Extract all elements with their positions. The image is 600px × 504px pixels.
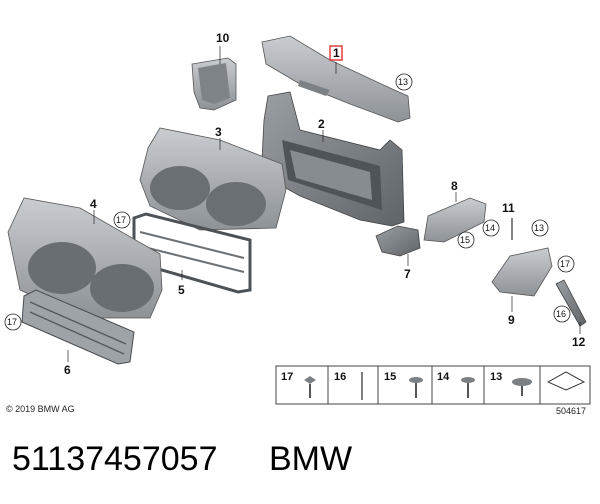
callout-7: 7 <box>404 267 411 281</box>
callout-8: 8 <box>451 179 458 193</box>
callout-3: 3 <box>215 125 222 139</box>
highlight-box <box>329 45 343 61</box>
callout-10: 10 <box>216 31 230 45</box>
brand-name: BMW <box>268 440 353 478</box>
circled-16: 16 <box>556 309 566 319</box>
part-3-air-guide <box>139 127 287 231</box>
part-7-bracket <box>375 225 421 257</box>
fastener-17-label: 17 <box>281 371 293 383</box>
caption: 51137457057 BMW <box>12 440 352 479</box>
fastener-15-label: 15 <box>384 371 396 383</box>
callout-11: 11 <box>502 201 515 215</box>
circled-13b: 13 <box>534 223 544 233</box>
part-1-upper-carrier <box>261 35 411 123</box>
part-number: 51137457057 <box>12 440 218 478</box>
part-4-front-air-guide <box>7 197 163 319</box>
leader-lines <box>67 46 581 362</box>
circled-15: 15 <box>460 235 470 245</box>
part-8-side-duct <box>423 197 487 243</box>
callout-6: 6 <box>64 363 71 377</box>
circled-17a: 17 <box>116 215 126 225</box>
parts-diagram: 10 1 2 3 4 5 6 7 8 9 11 12 13 17 17 15 1… <box>4 31 591 416</box>
fastener-14-label: 14 <box>437 371 450 383</box>
callout-9: 9 <box>508 313 515 327</box>
callout-1: 1 <box>333 46 340 60</box>
copyright-notice: © 2019 BMW AG <box>6 404 75 414</box>
callout-5: 5 <box>178 283 185 297</box>
fastener-bar: 17 16 15 14 13 504617 <box>275 365 591 416</box>
diagram-id: 504617 <box>556 406 586 416</box>
callout-12: 12 <box>572 335 586 349</box>
part-6-lower-shutter <box>21 289 135 365</box>
callout-2: 2 <box>318 117 325 131</box>
circled-17c: 17 <box>560 259 570 269</box>
circled-14: 14 <box>485 223 495 233</box>
part-10-air-duct <box>191 57 237 111</box>
fastener-16-label: 16 <box>334 371 346 383</box>
circled-17b: 17 <box>7 317 17 327</box>
part-12-strip <box>555 279 587 327</box>
part-9-deflector <box>491 247 553 297</box>
callout-4: 4 <box>90 197 97 211</box>
circled-callouts <box>4 73 575 331</box>
circled-13a: 13 <box>398 77 408 87</box>
fastener-13-label: 13 <box>490 371 502 383</box>
